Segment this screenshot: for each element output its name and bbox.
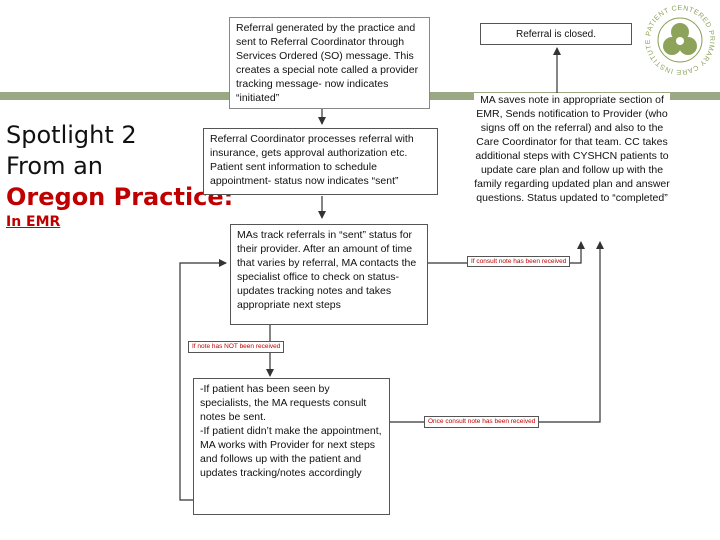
label-consult-received: If consult note has been received [467,256,571,267]
title-line-3: Oregon Practice: [6,183,234,211]
box-ma-saves: MA saves note in appropriate section of … [474,93,670,205]
box-coordinator: Referral Coordinator processes referral … [203,128,438,195]
label-once-received: Once consult note has been received [424,416,540,428]
title-line-2: From an [6,152,104,180]
title-line-1: Spotlight 2 [6,121,137,149]
arrow-loop-back [179,259,227,501]
institute-logo: PATIENT CENTERED PRIMARY CARE INSTITUTE [642,2,718,78]
subtitle: In EMR [6,214,61,230]
box-referral-generated: Referral generated by the practice and s… [229,17,430,109]
box-closed: Referral is closed. [480,23,632,45]
title-block: Spotlight 2 From an Oregon Practice: [0,100,233,240]
label-not-received: If note has NOT been received [188,341,285,353]
trefoil-logo-icon: PATIENT CENTERED PRIMARY CARE INSTITUTE [645,5,715,75]
box-ma-track: MAs track referrals in “sent” status for… [230,224,428,325]
box-if-seen: -If patient has been seen by specialists… [193,378,390,515]
